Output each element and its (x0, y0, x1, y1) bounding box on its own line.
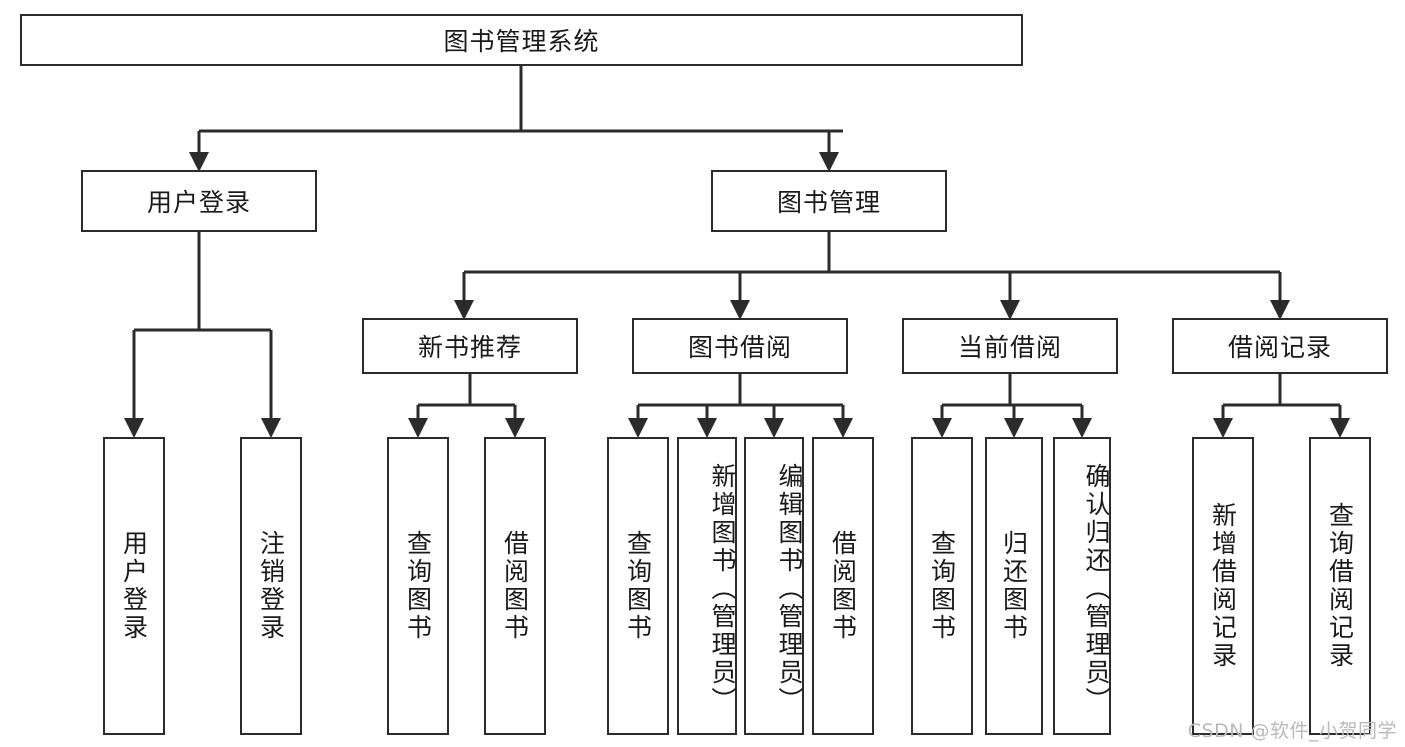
leaf-edit-book-admin[interactable]: 编辑图书（管理员） (744, 437, 804, 735)
node-label: 查询图书 (927, 530, 957, 642)
node-label: 借阅图书 (500, 530, 530, 642)
node-label: 用户登录 (146, 188, 251, 217)
node-label: 借阅图书 (828, 530, 858, 642)
leaf-user-login[interactable]: 用户登录 (103, 437, 165, 735)
node-user-login[interactable]: 用户登录 (81, 170, 317, 232)
node-label: 注销登录 (256, 530, 286, 642)
leaf-query-book-newbook[interactable]: 查询图书 (387, 437, 449, 735)
leaf-borrow-book[interactable]: 借阅图书 (812, 437, 874, 735)
node-label: 当前借阅 (957, 333, 1062, 362)
connector-userlogin-to-leaves (124, 232, 281, 438)
leaf-borrow-book-newbook[interactable]: 借阅图书 (484, 437, 546, 735)
watermark: CSDN @软件_小贺同学 (1187, 720, 1397, 742)
node-borrow-record[interactable]: 借阅记录 (1172, 318, 1388, 374)
node-label: 借阅记录 (1227, 333, 1332, 362)
node-label: 新书推荐 (417, 333, 522, 362)
node-label: 查询图书 (403, 530, 433, 642)
node-label: 查询借阅记录 (1325, 502, 1355, 670)
leaf-return-book[interactable]: 归还图书 (985, 437, 1043, 735)
leaf-add-borrow-record[interactable]: 新增借阅记录 (1192, 437, 1254, 735)
connector-bookborrow-to-leaves (628, 374, 853, 438)
connector-newbook-to-leaves (408, 374, 525, 438)
leaf-confirm-return-admin[interactable]: 确认归还（管理员） (1053, 437, 1111, 735)
node-book-management[interactable]: 图书管理 (711, 170, 947, 232)
node-label: 图书管理系统 (443, 27, 600, 56)
connector-borrowrecord-to-leaves (1213, 374, 1350, 438)
node-label: 图书管理 (776, 188, 881, 217)
node-label: 查询图书 (623, 530, 653, 642)
node-label: 新增图书（管理员） (708, 463, 737, 715)
leaf-query-book-borrow[interactable]: 查询图书 (607, 437, 669, 735)
leaf-query-book-current[interactable]: 查询图书 (911, 437, 973, 735)
node-book-borrow[interactable]: 图书借阅 (632, 318, 848, 374)
leaf-add-book-admin[interactable]: 新增图书（管理员） (677, 437, 737, 735)
connector-root-to-level1 (189, 66, 843, 172)
node-current-borrow[interactable]: 当前借阅 (902, 318, 1118, 374)
connector-bookmgmt-to-level2 (454, 232, 1290, 320)
node-label: 确认归还（管理员） (1082, 463, 1111, 715)
node-label: 归还图书 (999, 530, 1029, 642)
node-label: 用户登录 (119, 530, 149, 642)
node-root-book-management-system[interactable]: 图书管理系统 (20, 14, 1023, 66)
leaf-logout[interactable]: 注销登录 (240, 437, 302, 735)
connector-currentborrow-to-leaves (932, 374, 1092, 438)
node-label: 新增借阅记录 (1208, 502, 1238, 670)
node-label: 图书借阅 (687, 333, 792, 362)
node-new-book-recommend[interactable]: 新书推荐 (362, 318, 578, 374)
leaf-query-borrow-record[interactable]: 查询借阅记录 (1309, 437, 1371, 735)
node-label: 编辑图书（管理员） (775, 463, 804, 715)
